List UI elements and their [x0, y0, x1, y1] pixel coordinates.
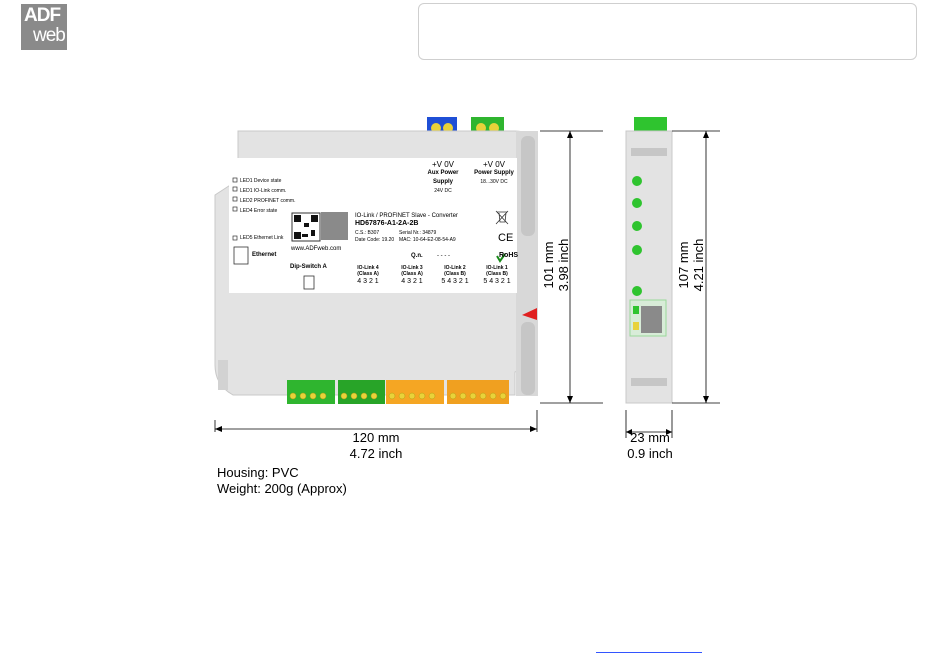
product-info-left: C.S.: B307 Date Code: 19.20	[355, 230, 394, 244]
website: www.ADFweb.com	[291, 246, 342, 252]
led-label: LED1 Device state	[240, 178, 282, 184]
width-dimension: 120 mm 4.72 inch	[326, 430, 426, 462]
led-label: LED1 IO-Link comm.	[240, 188, 287, 194]
product-title: IO-Link / PROFINET Slave - Converter	[355, 213, 458, 219]
housing-spec: Housing: PVC	[217, 465, 299, 480]
adfweb-logo: ADF web	[21, 4, 67, 50]
io-link-1: IO-Link 1 (Class B) 5 4 3 2 1	[477, 265, 517, 286]
logo-line2: web	[33, 25, 66, 46]
io-link-pins: 4 3 2 1	[401, 278, 423, 285]
io-link-pins: 4 3 2 1	[357, 278, 379, 285]
logo-line1: ADF	[24, 5, 61, 26]
depth-dimension: 23 mm 0.9 inch	[610, 430, 690, 462]
height-side-inch: 4.21 inch	[691, 238, 706, 292]
date-code: Date Code: 19.20	[355, 237, 395, 243]
width-inch: 4.72 inch	[349, 446, 403, 461]
power-voltage: 18...30V DC	[480, 179, 508, 185]
height-side-dimension: 107 mm 4.21 inch	[676, 200, 706, 330]
aux-voltage: 24V DC	[434, 188, 452, 194]
product-info-right: Serial Nr.: 34879 MAC: 10-64-E2-08-54-A9	[399, 230, 456, 244]
mac-address: MAC: 10-64-E2-08-54-A9	[399, 237, 456, 243]
ethernet-label: Ethernet	[252, 252, 277, 258]
io-link-class: (Class A)	[357, 271, 379, 277]
io-link-name: IO-Link 1	[486, 265, 508, 271]
io-link-class: (Class B)	[486, 271, 508, 277]
weight-spec: Weight: 200g (Approx)	[217, 481, 347, 496]
header-box	[418, 3, 917, 60]
power-label: +V 0V Power Supply 18...30V DC	[470, 160, 518, 187]
height-front-inch: 3.98 inch	[556, 238, 571, 292]
power-name: Power Supply	[474, 170, 514, 176]
io-link-4: IO-Link 4 (Class A) 4 3 2 1	[349, 265, 387, 286]
io-link-class: (Class A)	[401, 271, 423, 277]
product-code: HD67876-A1-2A-2B	[355, 220, 419, 227]
specs: Housing: PVC Weight: 200g (Approx)	[217, 465, 347, 497]
io-link-2: IO-Link 2 (Class B) 5 4 3 2 1	[435, 265, 475, 286]
io-link-name: IO-Link 3	[401, 265, 423, 271]
footer-link[interactable]	[596, 642, 702, 653]
front-view	[214, 117, 603, 432]
led-list: LED1 Device state LED1 IO-Link comm. LED…	[240, 176, 295, 216]
width-mm: 120 mm	[352, 430, 400, 445]
io-link-class: (Class B)	[444, 271, 466, 277]
height-front-mm: 101 mm	[541, 241, 556, 289]
io-link-name: IO-Link 2	[444, 265, 466, 271]
led-label: LED4 Error state	[240, 208, 278, 214]
cs-value: C.S.: B307	[355, 230, 380, 236]
depth-mm: 23 mm	[630, 430, 670, 445]
ce-mark: CE	[498, 232, 514, 244]
side-view	[625, 117, 720, 438]
io-link-3: IO-Link 3 (Class A) 4 3 2 1	[392, 265, 432, 286]
aux-terminals: +V 0V	[431, 160, 454, 169]
led-label: LED2 PROFINET comm.	[240, 198, 296, 204]
aux-power-name: Aux Power Supply	[427, 170, 459, 185]
depth-inch: 0.9 inch	[627, 446, 673, 461]
height-front-dimension: 101 mm 3.98 inch	[541, 200, 571, 330]
led-label: LED5 Ethernet Link	[240, 235, 284, 241]
power-terminals: +V 0V	[482, 160, 505, 169]
io-link-pins: 5 4 3 2 1	[483, 278, 511, 285]
qn-label: Q.n.	[411, 253, 423, 259]
serial-number: Serial Nr.: 34879	[399, 230, 437, 236]
dip-switch-label: Dip-Switch A	[290, 264, 327, 270]
aux-power-label: +V 0V Aux Power Supply 24V DC	[417, 160, 469, 196]
height-side-mm: 107 mm	[676, 241, 691, 289]
io-link-pins: 5 4 3 2 1	[441, 278, 469, 285]
qn-dashes: - - - -	[437, 253, 450, 259]
rohs-mark: RoHS	[499, 252, 519, 259]
io-link-name: IO-Link 4	[357, 265, 379, 271]
